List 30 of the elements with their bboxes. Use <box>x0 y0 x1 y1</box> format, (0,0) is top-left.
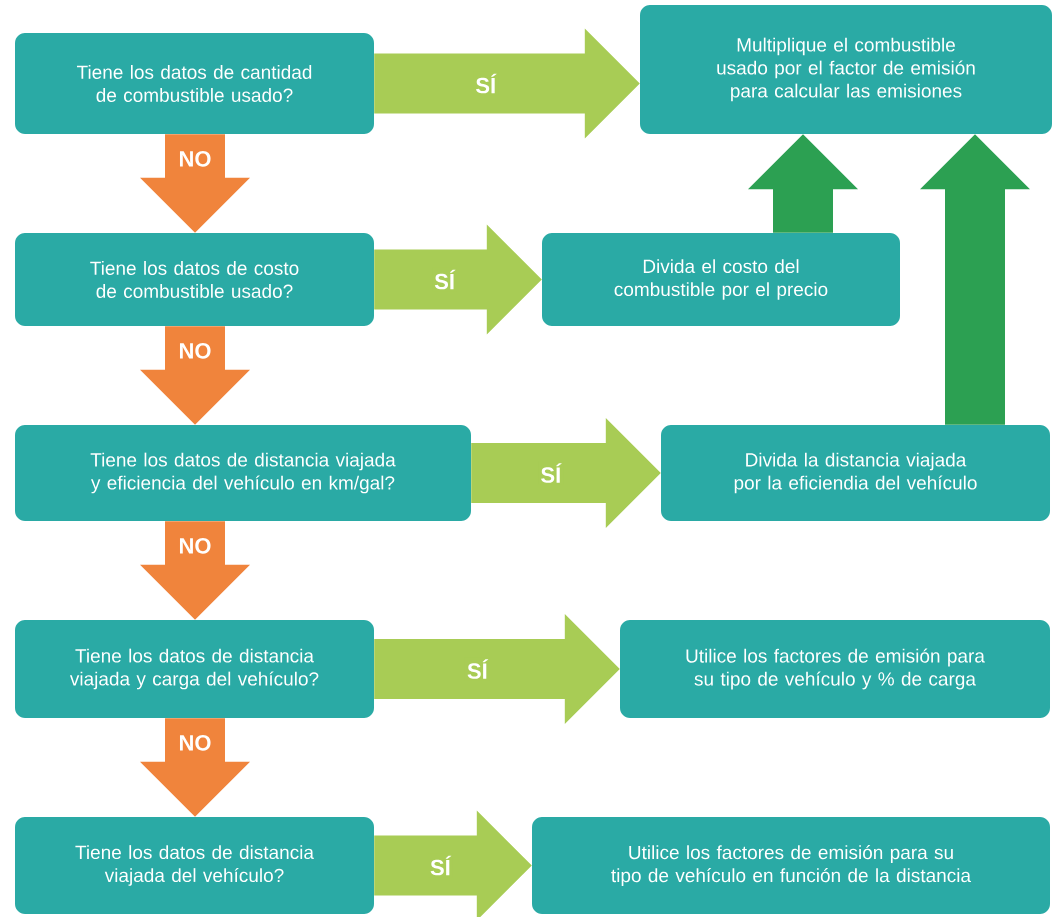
block-arrow <box>374 224 542 335</box>
arrow-label: NO <box>176 536 214 556</box>
block-arrow <box>374 614 620 724</box>
block-arrow <box>374 810 532 917</box>
block-arrow <box>140 326 250 425</box>
arrow-label: SÍ <box>432 267 457 292</box>
action-box: Divida el costo del combustible por el precio <box>542 233 900 326</box>
action-box: Multiplique el combustible usado por el factor de emisión para calcular las emisiones <box>640 5 1052 134</box>
block-arrow <box>140 718 250 817</box>
decision-box: Tiene los datos de distancia viajada del vehículo? <box>15 817 374 914</box>
block-arrow <box>140 521 250 620</box>
decision-box: Tiene los datos de cantidad de combustible usado? <box>15 33 374 134</box>
action-box: Utilice los factores de emisión para su tipo de vehículo en función de la distancia <box>532 817 1050 914</box>
arrow-label: SÍ <box>464 657 490 681</box>
decision-box: Tiene los datos de costo de combustible usado? <box>15 233 374 326</box>
block-arrow <box>374 28 640 139</box>
block-arrow <box>748 134 858 233</box>
action-box: Divida la distancia viajada por la eficiendia del vehículo <box>661 425 1050 521</box>
decision-box: Tiene los datos de distancia viajada y carga del vehículo? <box>15 620 374 718</box>
arrow-label: NO <box>176 341 214 361</box>
arrow-label: SÍ <box>473 71 499 96</box>
arrow-label: SÍ <box>428 853 453 878</box>
arrow-label: NO <box>176 149 214 169</box>
block-arrow <box>920 134 1030 425</box>
arrow-label: SÍ <box>538 461 564 485</box>
arrow-label: NO <box>176 733 214 753</box>
block-arrow <box>471 418 661 528</box>
block-arrow <box>140 134 250 233</box>
action-box: Utilice los factores de emisión para su tipo de vehículo y % de carga <box>620 620 1050 718</box>
decision-box: Tiene los datos de distancia viajada y eficiencia del vehículo en km/gal? <box>15 425 471 521</box>
